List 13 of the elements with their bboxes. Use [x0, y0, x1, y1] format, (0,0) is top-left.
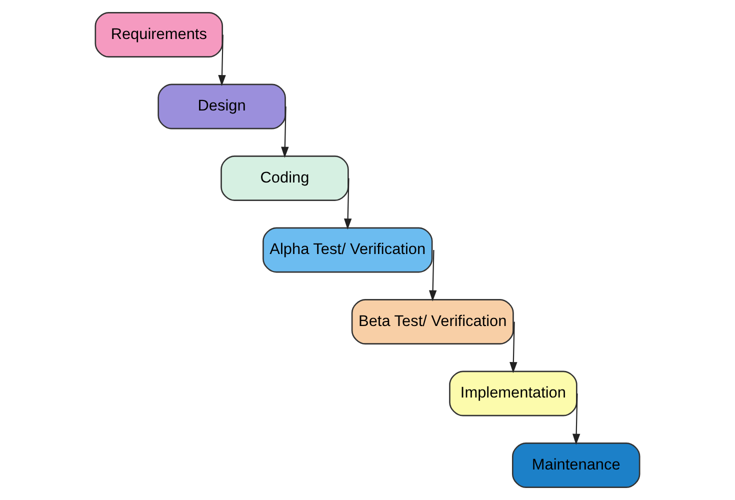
node-box: Beta Test/ Verification	[351, 299, 514, 344]
arrow	[281, 106, 289, 158]
node-box: Design	[158, 84, 286, 130]
arrow	[510, 322, 518, 374]
arrow	[572, 393, 580, 445]
arrow	[344, 178, 352, 230]
node-box: Alpha Test/ Verification	[262, 227, 433, 273]
node-box: Implementation	[449, 370, 578, 416]
node-box: Coding	[220, 156, 349, 201]
node-box: Requirements	[94, 12, 224, 58]
arrow	[218, 34, 226, 86]
node-box: Maintenance	[512, 442, 640, 488]
arrow	[428, 250, 437, 302]
